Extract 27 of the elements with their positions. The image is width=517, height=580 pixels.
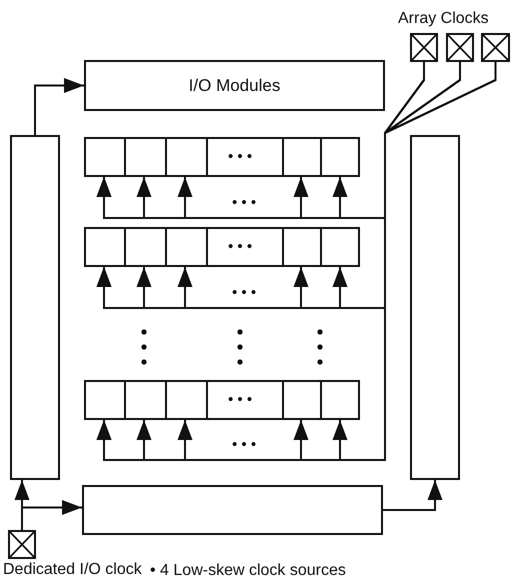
ellipsis: • • • <box>232 194 256 211</box>
ellipsis: • • • <box>228 148 252 165</box>
group-label: Array Clocks <box>398 10 489 28</box>
module-box <box>84 60 385 111</box>
ellipsis: • • • <box>228 391 252 408</box>
clock-pad <box>8 530 36 559</box>
ellipsis: • • • <box>232 284 256 301</box>
clock-bar <box>10 135 60 480</box>
arrow-branches <box>136 177 348 218</box>
arrow-branches <box>136 267 348 308</box>
arrow <box>383 480 442 511</box>
ellipsis: • • • <box>228 238 252 255</box>
register-row <box>84 380 360 420</box>
arrow <box>21 500 82 530</box>
clock-pad <box>410 33 438 62</box>
module-label: I/O Modules <box>188 76 280 96</box>
clock-bar <box>82 485 383 535</box>
clock-pad <box>446 33 474 62</box>
register-row <box>84 137 360 177</box>
clock-bar <box>410 135 460 480</box>
register-row <box>84 227 360 267</box>
arrow <box>34 78 84 135</box>
ellipsis: • • • <box>232 436 256 453</box>
note-text: • 4 Low-skew clock sources <box>150 562 346 580</box>
clock-pad <box>481 33 510 62</box>
arrow-branches <box>136 420 348 460</box>
pad-caption: Dedicated I/O clock <box>3 561 142 579</box>
